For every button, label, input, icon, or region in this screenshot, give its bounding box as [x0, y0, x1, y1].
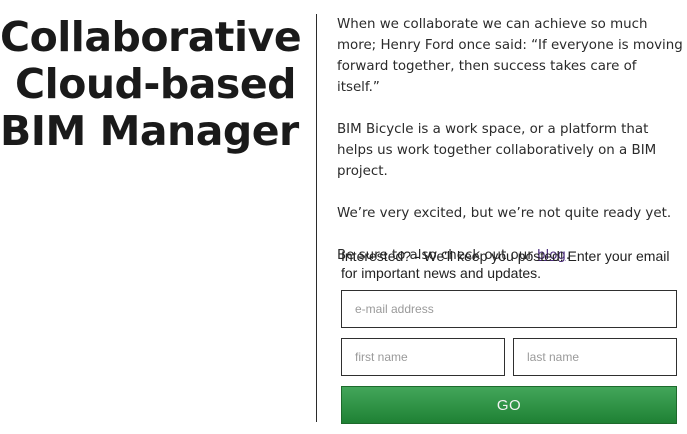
intro-paragraph-description: BIM Bicycle is a work space, or a platfo… — [337, 122, 657, 179]
intro-paragraph-status: We’re very excited, but we’re not quite … — [337, 206, 672, 221]
first-name-field[interactable] — [341, 338, 505, 376]
signup-prompt-line-2: for important news and updates. — [341, 265, 542, 281]
blog-text-after: . — [565, 248, 571, 263]
signup-form: Interested? - We'll keep you posted! Ent… — [341, 248, 677, 424]
name-fields-row — [341, 338, 677, 376]
headline-line-3: BIM Manager — [0, 107, 299, 155]
last-name-field[interactable] — [513, 338, 677, 376]
signup-prompt-line-1: Interested? - We'll keep you posted! Ent… — [341, 248, 670, 264]
intro-paragraph-quote: When we collaborate we can achieve so mu… — [337, 17, 683, 95]
intro-paragraph-blog: Be sure to also check out our blog. — [337, 245, 683, 266]
headline-line-1: Collaborative — [0, 13, 302, 61]
signup-prompt: Interested? - We'll keep you posted! Ent… — [341, 248, 677, 282]
go-button[interactable]: GO — [341, 386, 677, 424]
email-field[interactable] — [341, 290, 677, 328]
headline-line-2: Cloud-based — [15, 60, 296, 108]
vertical-divider — [316, 14, 317, 422]
intro-content: When we collaborate we can achieve so mu… — [337, 14, 683, 287]
page-headline: Collaborative Cloud-based BIM Manager — [0, 13, 302, 155]
blog-link[interactable]: blog — [537, 248, 566, 263]
blog-text-before: Be sure to also check out our — [337, 248, 537, 263]
